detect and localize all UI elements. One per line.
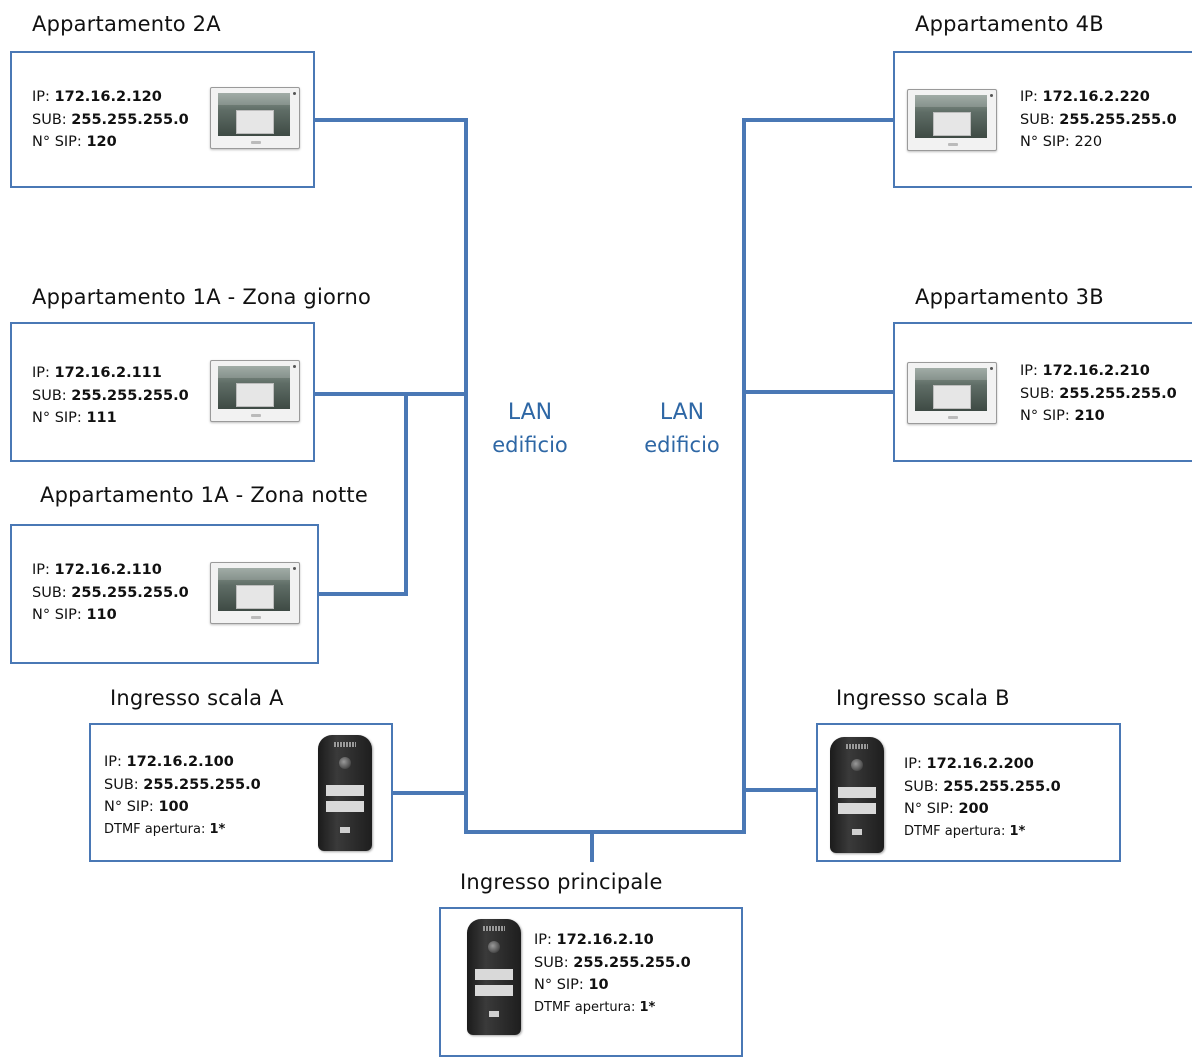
device-title-scala-b: Ingresso scala B: [836, 686, 1010, 710]
dtmf-value: 1*: [640, 1000, 656, 1015]
sip-value: 110: [86, 607, 116, 623]
device-card-app4b: IP: 172.16.2.220 SUB: 255.255.255.0 N° S…: [893, 51, 1192, 188]
sip-value: 120: [86, 134, 116, 150]
device-title-app3b: Appartamento 3B: [915, 285, 1104, 309]
sip-value: 111: [86, 410, 116, 426]
sip-value: 220: [1074, 134, 1102, 150]
device-title-app1a-giorno: Appartamento 1A - Zona giorno: [32, 285, 371, 309]
device-card-app1a-giorno: IP: 172.16.2.111 SUB: 255.255.255.0 N° S…: [10, 322, 315, 462]
device-info-app4b: IP: 172.16.2.220 SUB: 255.255.255.0 N° S…: [1020, 86, 1177, 154]
lan-label-left-line2: edificio: [480, 429, 580, 462]
device-card-app2a: IP: 172.16.2.120 SUB: 255.255.255.0 N° S…: [10, 51, 315, 188]
ip-value: 172.16.2.210: [1043, 363, 1150, 379]
device-info-scala-b: IP: 172.16.2.200 SUB: 255.255.255.0 N° S…: [904, 753, 1061, 843]
sip-value: 210: [1074, 408, 1104, 424]
device-title-app1a-notte: Appartamento 1A - Zona notte: [40, 483, 368, 507]
monitor-icon: [210, 87, 300, 149]
device-card-scala-b: IP: 172.16.2.200 SUB: 255.255.255.0 N° S…: [816, 723, 1121, 862]
monitor-icon: [210, 360, 300, 422]
sip-value: 100: [158, 799, 188, 815]
sip-value: 200: [958, 801, 988, 817]
dtmf-value: 1*: [1010, 824, 1026, 839]
ip-value: 172.16.2.111: [55, 365, 162, 381]
ip-value: 172.16.2.120: [55, 89, 162, 105]
lan-label-left-line1: LAN: [508, 400, 552, 425]
device-title-app4b: Appartamento 4B: [915, 12, 1104, 36]
door-station-icon: [467, 919, 521, 1035]
device-card-principale: IP: 172.16.2.10 SUB: 255.255.255.0 N° SI…: [439, 907, 743, 1057]
dtmf-value: 1*: [210, 822, 226, 837]
device-title-scala-a: Ingresso scala A: [110, 686, 284, 710]
device-info-principale: IP: 172.16.2.10 SUB: 255.255.255.0 N° SI…: [534, 929, 691, 1019]
device-title-principale: Ingresso principale: [460, 870, 663, 894]
subnet-value: 255.255.255.0: [71, 585, 188, 601]
ip-value: 172.16.2.100: [127, 754, 234, 770]
device-card-app3b: IP: 172.16.2.210 SUB: 255.255.255.0 N° S…: [893, 322, 1192, 462]
lan-label-left: LAN edificio: [480, 396, 580, 462]
subnet-value: 255.255.255.0: [71, 112, 188, 128]
monitor-icon: [907, 89, 997, 151]
lan-label-right-line2: edificio: [632, 429, 732, 462]
subnet-value: 255.255.255.0: [71, 388, 188, 404]
lan-label-right-line1: LAN: [660, 400, 704, 425]
device-info-app1a-notte: IP: 172.16.2.110 SUB: 255.255.255.0 N° S…: [32, 559, 189, 627]
ip-value: 172.16.2.220: [1043, 89, 1150, 105]
device-info-app1a-giorno: IP: 172.16.2.111 SUB: 255.255.255.0 N° S…: [32, 362, 189, 430]
subnet-value: 255.255.255.0: [1059, 112, 1176, 128]
door-station-icon: [318, 735, 372, 851]
device-card-app1a-notte: IP: 172.16.2.110 SUB: 255.255.255.0 N° S…: [10, 524, 319, 664]
monitor-icon: [907, 362, 997, 424]
ip-value: 172.16.2.10: [557, 932, 654, 948]
device-title-app2a: Appartamento 2A: [32, 12, 221, 36]
sip-value: 10: [588, 977, 608, 993]
subnet-value: 255.255.255.0: [573, 955, 690, 971]
subnet-value: 255.255.255.0: [143, 777, 260, 793]
device-info-app3b: IP: 172.16.2.210 SUB: 255.255.255.0 N° S…: [1020, 360, 1177, 428]
monitor-icon: [210, 562, 300, 624]
subnet-value: 255.255.255.0: [943, 779, 1060, 795]
door-station-icon: [830, 737, 884, 853]
ip-value: 172.16.2.200: [927, 756, 1034, 772]
lan-label-right: LAN edificio: [632, 396, 732, 462]
subnet-value: 255.255.255.0: [1059, 386, 1176, 402]
device-card-scala-a: IP: 172.16.2.100 SUB: 255.255.255.0 N° S…: [89, 723, 393, 862]
device-info-app2a: IP: 172.16.2.120 SUB: 255.255.255.0 N° S…: [32, 86, 189, 154]
ip-value: 172.16.2.110: [55, 562, 162, 578]
device-info-scala-a: IP: 172.16.2.100 SUB: 255.255.255.0 N° S…: [104, 751, 261, 841]
